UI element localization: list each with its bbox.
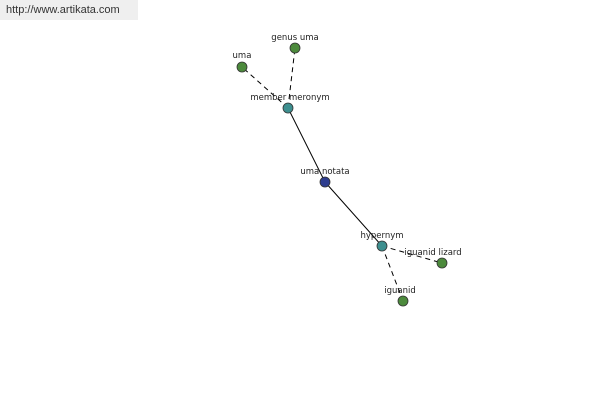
node-label-iguanid-lizard[interactable]: iguanid lizard [404,248,461,258]
node-marker-iguanid[interactable] [397,295,409,307]
node-genus-uma[interactable]: genus uma [271,33,319,54]
edge-member-meronym-to-genus-uma [287,47,296,109]
edge-center-to-hypernym [324,181,383,247]
node-iguanid[interactable]: iguanid [384,286,416,307]
node-center[interactable]: uma notata [300,167,350,188]
nodes-layer: uma notata member meronym hypernym uma genus… [233,33,462,307]
edge-hypernym-to-iguanid-lizard [381,245,443,264]
node-label-genus-uma[interactable]: genus uma [271,33,318,43]
node-marker-uma[interactable] [236,61,248,73]
node-marker-hypernym[interactable] [376,240,388,252]
source-url[interactable]: http://www.artikata.com [0,0,138,20]
node-label-uma[interactable]: uma [233,51,252,61]
edge-center-to-member-meronym [287,107,326,183]
node-label-member-meronym[interactable]: member meronym [250,93,329,103]
node-marker-member-meronym[interactable] [282,102,294,114]
node-label-hypernym[interactable]: hypernym [360,231,403,241]
node-marker-center[interactable] [319,176,331,188]
node-marker-iguanid-lizard[interactable] [436,257,448,269]
node-label-center[interactable]: uma notata [300,167,349,177]
node-hypernym[interactable]: hypernym [360,231,404,252]
edge-member-meronym-to-uma [241,66,289,109]
edges-layer [241,47,443,302]
node-iguanid-lizard[interactable]: iguanid lizard [404,248,462,269]
node-label-iguanid[interactable]: iguanid [384,286,416,296]
node-member-meronym[interactable]: member meronym [250,93,330,114]
edge-hypernym-to-iguanid [381,245,404,302]
node-uma[interactable]: uma [233,51,252,73]
node-marker-genus-uma[interactable] [289,42,301,54]
